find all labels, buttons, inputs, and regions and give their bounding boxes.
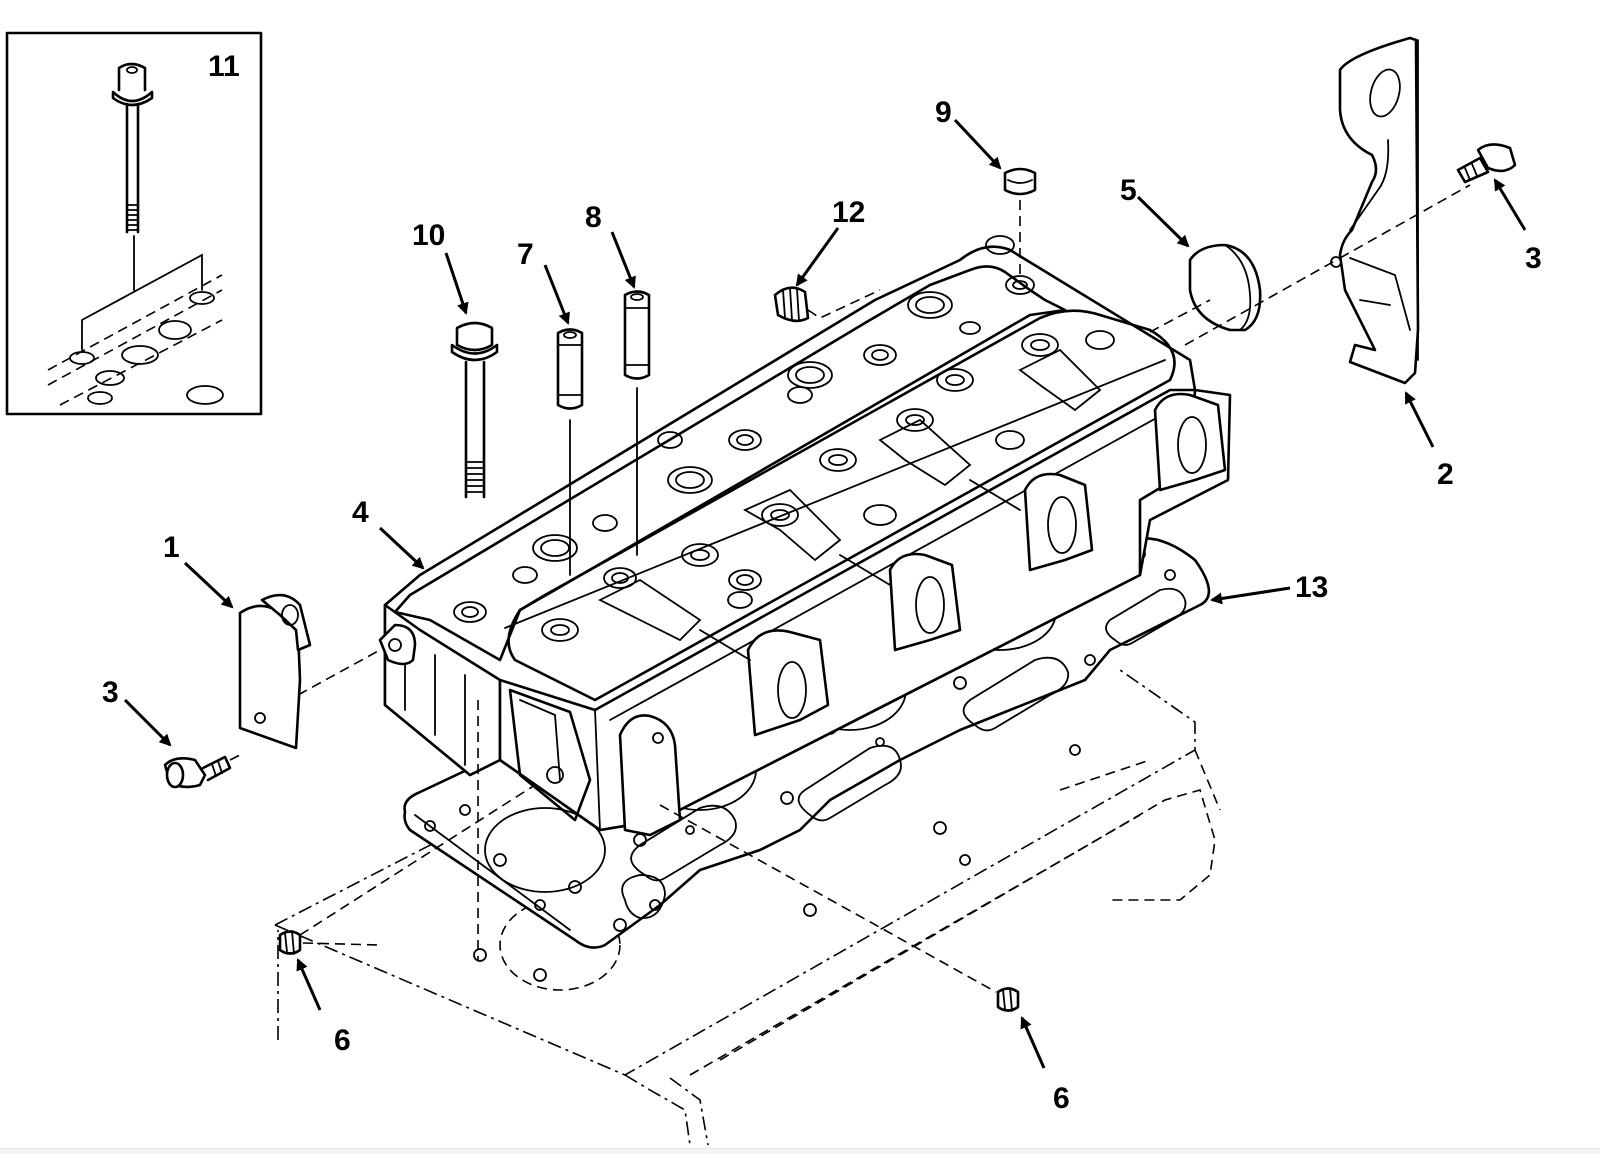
rocker-pads [597,348,1102,661]
callout-label-11: 11 [208,50,240,83]
callout-label-3-rear: 3 [1525,242,1542,275]
arrow-6-right [1020,1016,1046,1069]
part-9-plug-cap [1003,167,1037,278]
part-1-end-plate [238,593,381,750]
manifold-bosses [618,392,1227,837]
callout-label-6-right: 6 [1053,1082,1070,1115]
part-6-dowel-left [278,784,536,955]
arrow-10 [444,252,469,315]
cylinder-head [378,235,1232,837]
part-10-head-bolt [450,321,499,499]
part-7-valve-guide-short [556,328,584,576]
bottom-edge-strip [0,1148,1600,1154]
head-ports [453,235,1115,642]
part-3-bolt-front [163,754,241,789]
part-8-valve-guide-long [623,290,651,556]
callout-arrows [123,118,1527,1069]
part-2-rear-bracket [1330,36,1471,385]
callout-label-1: 1 [163,531,180,564]
arrow-13 [1210,586,1291,605]
inset-detail-11: 11 [5,31,263,416]
arrow-3-front [123,698,172,747]
callout-label-7: 7 [517,238,534,271]
callout-label-10: 10 [412,219,445,252]
inset-frame [5,31,263,416]
callout-label-3-front: 3 [102,676,119,709]
part-12-threaded-plug [773,286,881,323]
callout-label-2: 2 [1437,458,1454,491]
engine-block-phantom [274,669,1221,1146]
arrow-4 [378,526,425,570]
callout-label-12: 12 [832,196,865,229]
arrow-6-left [296,958,322,1011]
callout-label-4: 4 [352,496,369,529]
part-5-expansion-plug [1149,243,1341,346]
inset-head-fragment [47,274,224,406]
callout-label-5: 5 [1120,174,1137,207]
callout-label-8: 8 [585,201,602,234]
arrow-1 [183,561,234,609]
part-3-bolt-rear [1456,143,1517,184]
part-6-dowel-right [659,804,1020,1012]
arrow-7 [543,264,570,325]
callout-label-13: 13 [1295,571,1328,604]
arrow-3-rear [1493,178,1527,231]
callout-label-6-left: 6 [334,1024,351,1057]
callout-labels: 1 2 3 3 4 5 6 6 7 8 9 10 12 13 [102,96,1542,1115]
arrow-9 [953,118,1002,170]
arrow-8 [610,231,636,289]
arrow-2 [1404,391,1435,448]
callout-label-9: 9 [935,96,952,129]
inset-bolt [111,62,154,291]
arrow-12 [795,227,840,287]
arrow-5 [1136,195,1190,248]
